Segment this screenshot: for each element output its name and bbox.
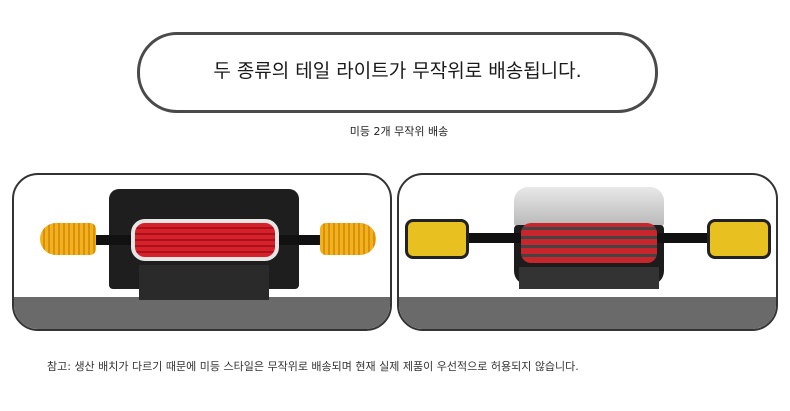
- title-text: 두 종류의 테일 라이트가 무작위로 배송됩니다.: [213, 60, 582, 82]
- footer-note: 참고: 생산 배치가 다르기 때문에 미등 스타일은 무작위로 배송되며 현재 …: [47, 360, 579, 373]
- ground-band: [399, 297, 776, 329]
- subtitle: 미등 2개 무작위 배송: [349, 125, 449, 138]
- product-image-style-2: [397, 173, 778, 331]
- title-banner: 두 종류의 테일 라이트가 무작위로 배송됩니다.: [137, 32, 658, 113]
- plate-mount: [139, 265, 269, 300]
- turn-signal-right: [320, 223, 376, 255]
- turn-signal-right: [707, 219, 771, 259]
- tail-light: [521, 223, 657, 263]
- turn-signal-left: [405, 219, 469, 259]
- plate-mount: [519, 267, 659, 289]
- product-image-style-1: [12, 173, 392, 331]
- turn-signal-left: [40, 223, 96, 255]
- tail-light: [131, 219, 279, 261]
- ground-band: [14, 297, 390, 329]
- rear-cover: [514, 187, 664, 227]
